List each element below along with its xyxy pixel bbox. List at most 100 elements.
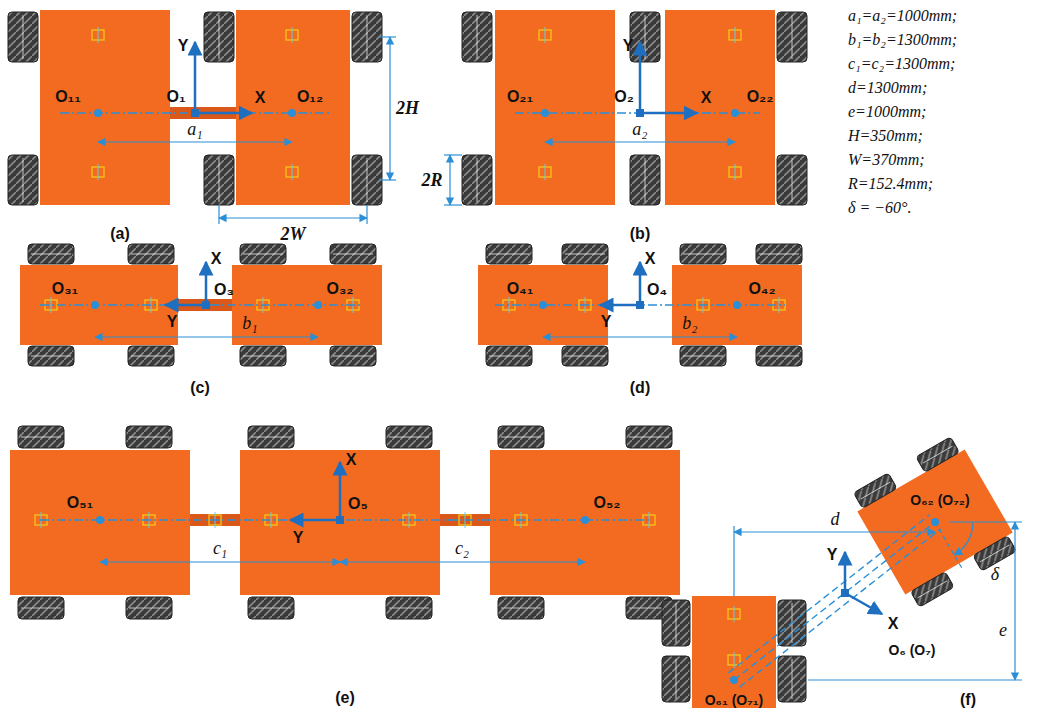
extension-line [380, 179, 396, 180]
mecanum-wheel [204, 12, 234, 62]
extension-line [444, 204, 462, 205]
mecanum-wheel [352, 155, 382, 205]
dimension-line [219, 217, 367, 218]
wheel-axle [243, 356, 283, 357]
mecanum-wheel [777, 155, 807, 205]
mecanum-wheel [248, 426, 294, 448]
mecanum-wheel [498, 597, 544, 619]
point-label: O₃₂ [327, 280, 354, 298]
dimension-line [734, 531, 935, 532]
panel-label: (e) [335, 689, 355, 707]
wheel-axle [792, 158, 793, 202]
link-line [734, 522, 935, 680]
center-point [731, 109, 739, 117]
panel-label: (d) [630, 379, 650, 397]
panel-label: (b) [630, 225, 650, 243]
center-point [96, 516, 104, 524]
center-point [581, 516, 589, 524]
dimension-label: d [831, 509, 840, 530]
wheel-axle [980, 545, 1009, 562]
wheel-axle [861, 482, 890, 499]
wheel-axle [918, 581, 947, 598]
point-label: O₄ [647, 281, 667, 299]
wheel-axle [219, 158, 220, 202]
mecanum-wheel [630, 155, 660, 205]
wheel-axle [489, 356, 529, 357]
panel-label: (c) [190, 379, 210, 397]
wheel-axle [389, 608, 429, 609]
wheel-axle [251, 608, 291, 609]
wheel-axle [243, 254, 283, 255]
dimension-line [98, 141, 292, 142]
motor-icon-axis [98, 164, 99, 180]
point-label: O₂₁ [507, 88, 533, 106]
mecanum-wheel [626, 426, 672, 448]
robot-body [692, 596, 776, 708]
wheel-axle [477, 15, 478, 59]
parameter-text: H=350mm; [848, 127, 923, 145]
point-label: O₅₂ [594, 494, 621, 512]
parameter-text: δ = −60°. [848, 199, 911, 217]
axis-label: Y [167, 313, 178, 331]
wheel-axle [792, 15, 793, 59]
mecanum-wheel [18, 597, 64, 619]
mecanum-wheel [662, 600, 690, 646]
axis-arrow [600, 304, 640, 307]
mecanum-wheel [18, 426, 64, 448]
mecanum-wheel [778, 656, 806, 702]
mecanum-wheel [630, 12, 660, 62]
parameter-text: b₁=b₂=1300mm; [848, 31, 957, 49]
dimension-label: 2W [280, 224, 305, 245]
dimension-label: c₁ [213, 538, 227, 559]
wheel-axle [333, 356, 373, 357]
robot-body [495, 10, 615, 205]
axis-label: Y [178, 37, 189, 55]
point-label: O₅ [348, 495, 368, 513]
axis-label: Y [623, 37, 634, 55]
parameter-text: a₁=a₂=1000mm; [848, 7, 957, 25]
wheel-axle [333, 254, 373, 255]
axis-label: X [211, 250, 222, 268]
wheel-axle [23, 15, 24, 59]
center-point [733, 301, 741, 309]
center-point [541, 109, 549, 117]
dimension-label: 2H [396, 98, 419, 119]
mecanum-wheel [128, 346, 174, 366]
mecanum-wheel [486, 346, 532, 366]
dimension-label: a₁ [187, 119, 202, 140]
wheel-axle [683, 356, 723, 357]
wheel-axle [21, 437, 61, 438]
mecanum-wheel [680, 244, 726, 264]
point-label: O₂ [614, 88, 634, 106]
parameter-text: R=152.4mm; [848, 175, 933, 193]
motor-icon-axis [734, 652, 735, 668]
dimension-line [449, 155, 450, 205]
axis-arrow [639, 262, 642, 305]
mecanum-wheel [248, 597, 294, 619]
mecanum-wheel [680, 346, 726, 366]
dimension-label: b₁ [242, 313, 257, 334]
wheel-axle [676, 659, 677, 699]
wheel-axle [683, 254, 723, 255]
wheel-axle [565, 254, 605, 255]
motor-icon-axis [735, 27, 736, 43]
dimension-line [95, 336, 318, 337]
mecanum-wheel [240, 346, 286, 366]
extension-line [218, 205, 219, 224]
center-point [94, 109, 102, 117]
point-label: O₁ [166, 88, 185, 106]
axis-arrow [205, 262, 208, 305]
motor-icon-axis [292, 164, 293, 180]
rotated-robot [848, 434, 1021, 610]
extension-line [733, 526, 734, 596]
panel-label: (f) [960, 691, 976, 709]
mecanum-wheel [8, 155, 38, 205]
point-label: O₅₁ [67, 494, 93, 512]
center-line [40, 304, 360, 305]
axis-arrow [640, 112, 697, 115]
motor-icon-axis [735, 164, 736, 180]
wheel-axle [23, 158, 24, 202]
mecanum-wheel [28, 244, 74, 264]
wheel-axle [645, 158, 646, 202]
dimension-label: a₂ [632, 119, 647, 140]
